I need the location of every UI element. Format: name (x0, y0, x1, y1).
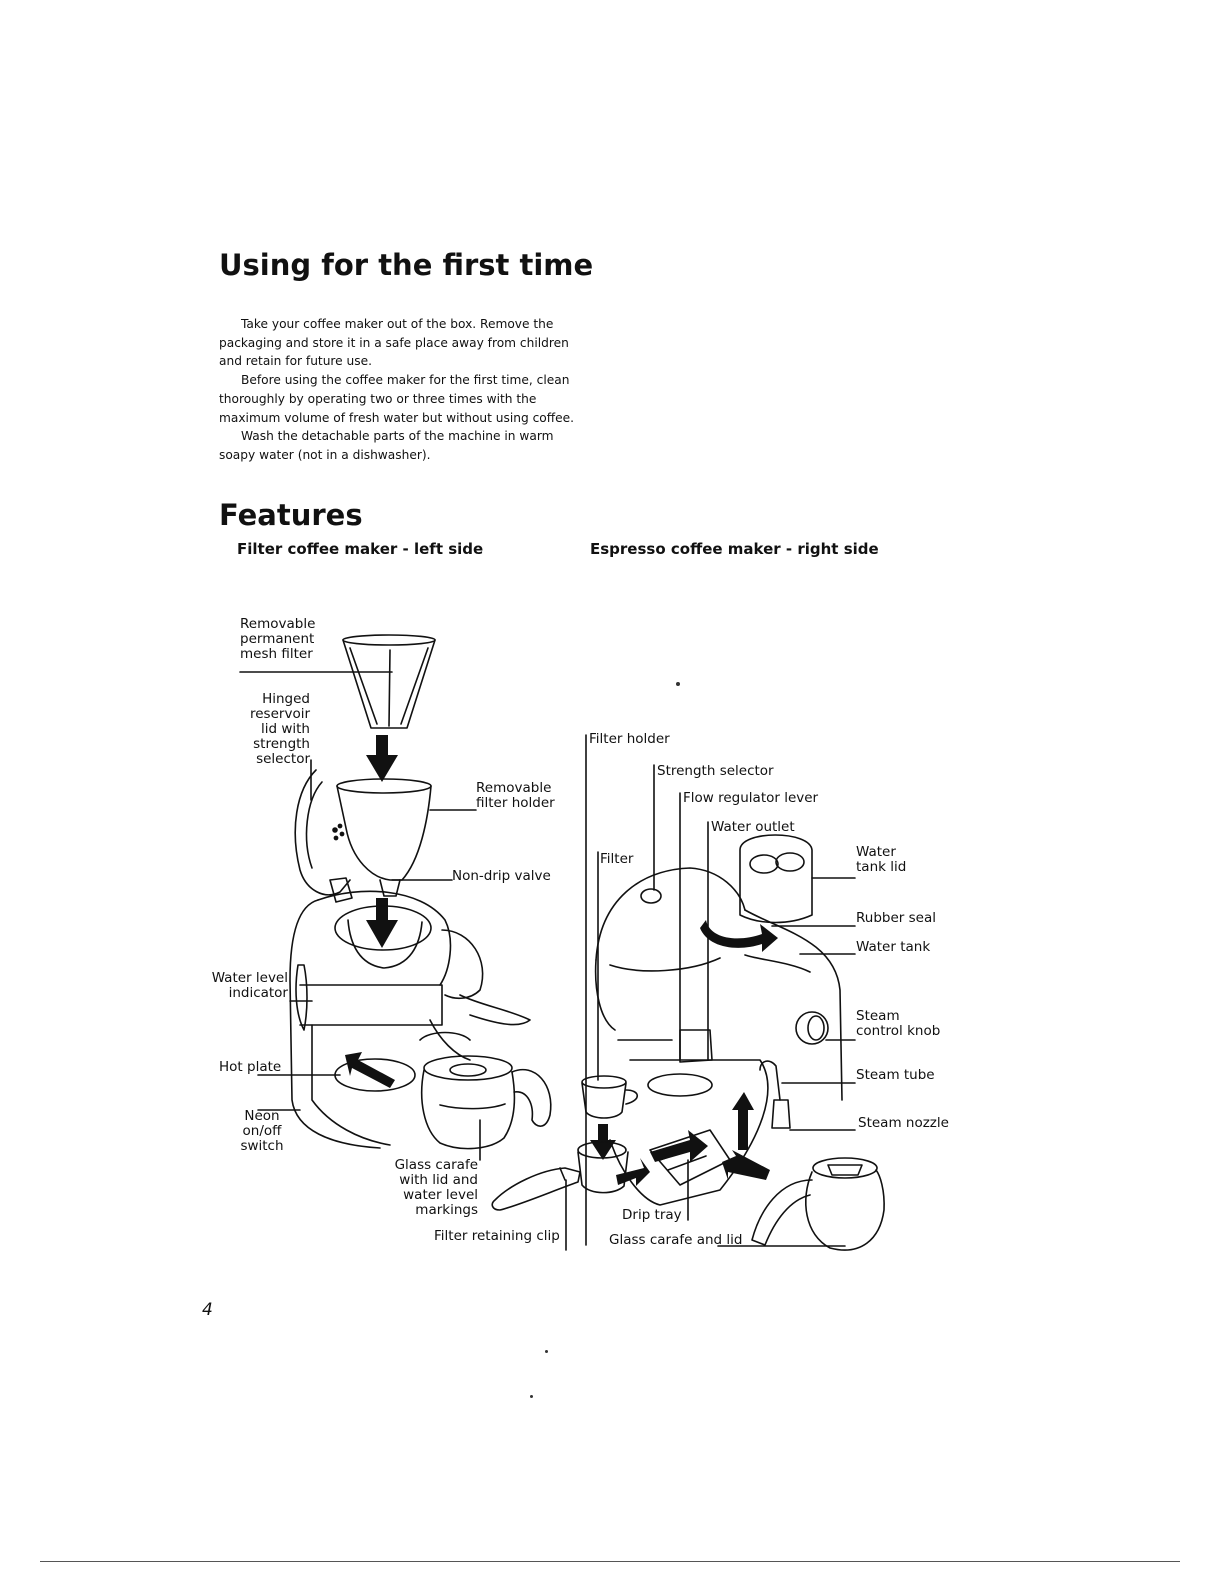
label-filter-holder: Filter holder (589, 731, 670, 747)
intro-paragraph-3: Wash the detachable parts of the machine… (219, 429, 554, 462)
label-glass-carafe-and-lid: Glass carafe and lid (609, 1232, 743, 1248)
label-water-level-indicator: Water level indicator (211, 970, 288, 1001)
label-steam-tube: Steam tube (856, 1067, 935, 1083)
left-side-title: Filter coffee maker - left side (237, 540, 484, 558)
label-steam-control-knob: Steam control knob (856, 1008, 941, 1039)
label-water-tank: Water tank (856, 939, 931, 955)
intro-paragraph-1: Take your coffee maker out of the box. R… (219, 317, 569, 369)
label-neon-switch: Neon on/off switch (240, 1108, 284, 1154)
label-mesh-filter: Removable permanent mesh filter (240, 616, 316, 662)
label-steam-nozzle: Steam nozzle (858, 1115, 949, 1131)
section-title-first-use: Using for the first time (219, 248, 594, 282)
label-drip-tray: Drip tray (622, 1207, 682, 1223)
label-flow-regulator-lever: Flow regulator lever (683, 790, 819, 806)
scan-speck (676, 682, 680, 686)
scan-speck (545, 1350, 548, 1353)
filter-coffee-maker-illustration (239, 634, 581, 1251)
label-reservoir-lid: Hinged reservoir lid with strength selec… (250, 691, 310, 767)
label-removable-filter-holder: Removable filter holder (476, 780, 555, 811)
label-water-tank-lid: Water tank lid (856, 844, 907, 875)
label-filter-retaining-clip: Filter retaining clip (434, 1228, 560, 1244)
espresso-coffee-maker-illustration (577, 734, 885, 1251)
label-hot-plate: Hot plate (219, 1059, 282, 1075)
label-glass-carafe: Glass carafe with lid and water level ma… (394, 1157, 478, 1218)
page-number: 4 (202, 1300, 213, 1320)
label-non-drip-valve: Non-drip valve (452, 868, 551, 884)
intro-paragraph-2: Before using the coffee maker for the fi… (219, 373, 575, 425)
label-strength-selector: Strength selector (657, 763, 774, 779)
label-filter: Filter (600, 851, 634, 867)
right-side-title: Espresso coffee maker - right side (590, 540, 879, 558)
bottom-rule (40, 1561, 1180, 1562)
intro-text: Take your coffee maker out of the box. R… (219, 315, 579, 465)
section-title-features: Features (219, 498, 363, 532)
scan-speck (530, 1395, 533, 1398)
label-rubber-seal: Rubber seal (856, 910, 936, 926)
label-water-outlet: Water outlet (711, 819, 795, 835)
